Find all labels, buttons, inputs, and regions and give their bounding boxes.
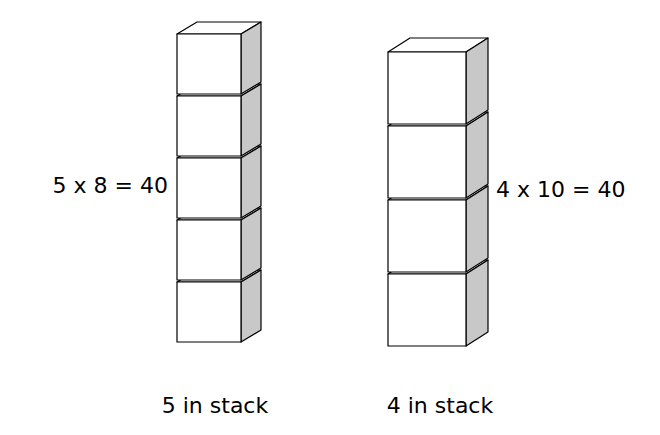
cube-stack-four bbox=[388, 38, 488, 346]
cube-face bbox=[177, 96, 241, 156]
stack-count-label: 4 in stack bbox=[387, 393, 493, 419]
cube-face bbox=[241, 84, 261, 156]
cube-face bbox=[241, 22, 261, 94]
stack-count-label: 5 in stack bbox=[162, 393, 268, 419]
cube-face bbox=[241, 208, 261, 280]
cube-face bbox=[177, 220, 241, 280]
cube-face bbox=[466, 112, 488, 198]
cube-face bbox=[388, 126, 466, 198]
cube-face bbox=[466, 186, 488, 272]
cube-face bbox=[177, 158, 241, 218]
cube-stack-five bbox=[177, 22, 261, 342]
cube-face bbox=[241, 146, 261, 218]
cube-face bbox=[466, 38, 488, 124]
cube-face bbox=[388, 200, 466, 272]
cube-face bbox=[177, 34, 241, 94]
equation-label: 4 x 10 = 40 bbox=[496, 177, 625, 203]
cube-face bbox=[466, 260, 488, 346]
cube-face bbox=[241, 270, 261, 342]
cube-face bbox=[388, 274, 466, 346]
cube-face bbox=[177, 282, 241, 342]
cube-face bbox=[388, 52, 466, 124]
equation-label: 5 x 8 = 40 bbox=[53, 173, 168, 199]
